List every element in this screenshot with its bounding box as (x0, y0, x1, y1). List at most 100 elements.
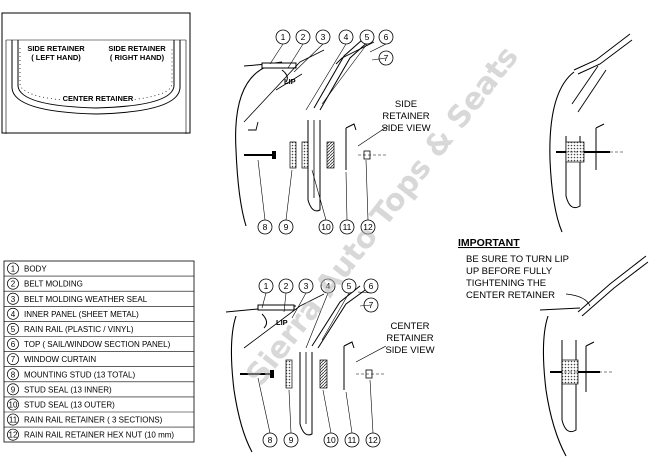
callout-6: 6 (363, 278, 379, 294)
svg-text:9: 9 (289, 435, 294, 445)
svg-text:7: 7 (369, 300, 374, 310)
overview-side-right-line1: SIDE RETAINER (108, 44, 166, 53)
legend-number: 12 (9, 431, 18, 440)
callout-8: 8 (262, 432, 278, 448)
legend-number-circle (7, 277, 19, 290)
callout-9: 9 (283, 432, 299, 448)
legend-number: 1 (11, 265, 16, 274)
legend-number-circle (7, 383, 19, 396)
top-caption-line2: RETAINER (382, 111, 429, 122)
callout-12: 12 (365, 432, 381, 448)
callout-3: 3 (298, 278, 314, 294)
center-retainer-assembled-view (539, 255, 649, 457)
legend-number-circle (7, 353, 19, 366)
important-line4: CENTER RETAINER (466, 290, 555, 301)
top-caption-line1: SIDE (395, 99, 417, 110)
legend-row: 5 RAIN RAIL (PLASTIC / VINYL) (4, 321, 194, 335)
svg-text:4: 4 (344, 32, 349, 42)
svg-text:3: 3 (321, 32, 326, 42)
svg-text:9: 9 (284, 222, 289, 232)
legend-text: RAIN RAIL (PLASTIC / VINYL) (24, 325, 134, 334)
svg-text:3: 3 (304, 281, 309, 291)
svg-text:2: 2 (284, 281, 289, 291)
overview-side-right-line2: ( RIGHT HAND) (110, 53, 165, 62)
legend-text: BODY (24, 265, 47, 274)
svg-text:1: 1 (281, 32, 286, 42)
legend-number: 4 (11, 310, 16, 319)
svg-text:6: 6 (369, 281, 374, 291)
legend-number-circle (7, 307, 19, 320)
callout-10: 10 (323, 432, 339, 448)
bottom-caption-line2: RETAINER (386, 333, 433, 344)
callout-5: 5 (359, 29, 375, 45)
bottom-callouts: 1 2 3 4 5 6 7 8 9 10 11 12 (257, 278, 381, 448)
legend-number: 7 (11, 355, 16, 364)
svg-text:11: 11 (343, 222, 352, 232)
legend-text: STUD SEAL (13 INNER) (24, 385, 112, 394)
legend-number: 2 (11, 280, 16, 289)
top-callouts: 1 2 3 4 5 6 7 8 9 10 11 12 (257, 29, 394, 235)
legend-text: TOP ( SAIL/WINDOW SECTION PANEL) (24, 340, 171, 349)
callout-2: 2 (278, 278, 294, 294)
legend-number: 11 (9, 416, 18, 425)
top-caption-line3: SIDE VIEW (381, 123, 430, 134)
legend-number-circle (7, 368, 19, 381)
svg-text:8: 8 (263, 222, 268, 232)
legend-number-circle (7, 428, 19, 441)
legend-number: 8 (11, 370, 16, 379)
bottom-caption-line3: SIDE VIEW (385, 345, 434, 356)
legend-row: 8 MOUNTING STUD (13 TOTAL) (4, 366, 194, 381)
callout-11: 11 (344, 432, 360, 448)
center-retainer-exploded-view: LIP CENTER RETAINER SIDE VIEW (225, 285, 435, 453)
legend-number-circle (7, 338, 19, 350)
important-note: IMPORTANT BE SURE TO TURN LIP UP BEFORE … (458, 237, 591, 307)
svg-text:12: 12 (363, 222, 373, 232)
legend-number: 9 (11, 385, 16, 394)
important-line1: BE SURE TO TURN LIP (466, 254, 569, 265)
legend-number-circle (7, 398, 19, 411)
svg-text:5: 5 (365, 32, 370, 42)
callout-6: 6 (378, 29, 394, 45)
important-line3: TIGHTENING THE (466, 278, 546, 289)
callout-1: 1 (275, 29, 291, 45)
callout-8: 8 (257, 219, 273, 235)
retainer-overview: SIDE RETAINER ( LEFT HAND) SIDE RETAINER… (1, 12, 191, 134)
legend-text: BELT MOLDING WEATHER SEAL (24, 295, 148, 304)
overview-center-label: CENTER RETAINER (63, 94, 134, 103)
important-title: IMPORTANT (458, 237, 520, 249)
legend-number: 10 (9, 400, 18, 409)
legend-number: 5 (11, 325, 16, 334)
callout-3: 3 (315, 29, 331, 45)
legend-text: MOUNTING STUD (13 TOTAL) (24, 370, 135, 379)
svg-text:11: 11 (348, 435, 357, 445)
callout-9: 9 (278, 219, 294, 235)
svg-text:7: 7 (384, 53, 389, 63)
legend-text: STUD SEAL (13 OUTER) (24, 400, 115, 409)
svg-text:4: 4 (326, 281, 331, 291)
svg-text:5: 5 (347, 281, 352, 291)
legend-row: 10 STUD SEAL (13 OUTER) (4, 396, 194, 411)
callout-4: 4 (338, 29, 354, 45)
legend-number-circle (7, 323, 19, 335)
svg-text:6: 6 (384, 32, 389, 42)
legend-number-circle (7, 292, 19, 305)
legend-number-circle (7, 413, 19, 426)
legend-row: 1 BODY (7, 262, 47, 275)
svg-text:12: 12 (368, 435, 378, 445)
svg-text:10: 10 (321, 222, 331, 232)
legend-number-circle (7, 262, 19, 275)
legend-number: 6 (11, 340, 16, 349)
bottom-caption-line1: CENTER (390, 321, 429, 332)
legend-row: 6 TOP ( SAIL/WINDOW SECTION PANEL) (4, 336, 194, 350)
side-retainer-exploded-view: LIP SIDE RETAINER SIDE VIEW (235, 39, 431, 227)
watermark: Sierra Auto Tops & Seats (239, 40, 525, 393)
legend-row: 9 STUD SEAL (13 INNER) (4, 381, 194, 396)
legend-text: INNER PANEL (SHEET METAL) (24, 310, 139, 319)
svg-text:8: 8 (268, 435, 273, 445)
